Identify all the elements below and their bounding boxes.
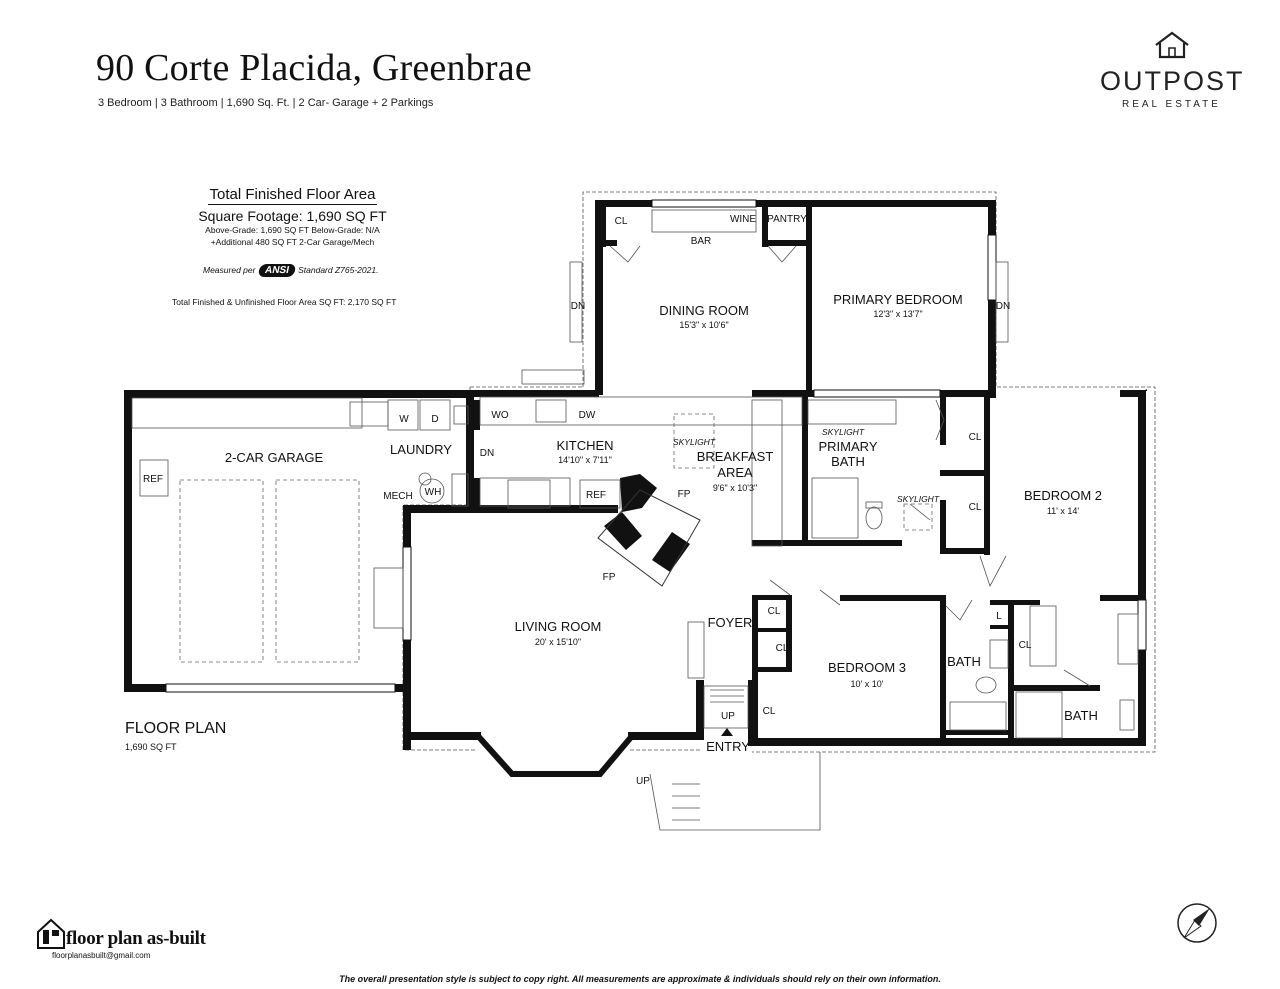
total-area: Total Finished & Unfinished Floor Area S…: [172, 297, 397, 307]
logo-name: OUTPOST: [1100, 66, 1245, 96]
primary-bath-label-line2: BATH: [831, 454, 865, 469]
windows: [165, 199, 1147, 693]
washer-label: W: [399, 414, 409, 425]
floor-plan-sqft: 1,690 SQ FT: [125, 742, 177, 752]
bedroom-2-dims: 11' x 14': [1047, 506, 1080, 516]
brand-name: floor plan as-built: [66, 928, 206, 949]
skylight-label: SKYLIGHT: [897, 494, 940, 504]
measured-prefix: Measured per: [203, 265, 256, 275]
kitchen-label: KITCHEN: [556, 438, 613, 453]
closet-label: CL: [1019, 640, 1032, 651]
bath-a-label: BATH: [947, 654, 981, 669]
door-swings: [609, 245, 1091, 687]
living-room-label: LIVING ROOM: [515, 619, 602, 634]
parking-spaces: [179, 413, 933, 663]
copyright-disclaimer: The overall presentation style is subjec…: [339, 974, 941, 984]
breakfast-dims: 9'6" x 10'3": [713, 483, 757, 493]
brand-logo-icon: [37, 918, 65, 949]
closet-label: CL: [615, 216, 628, 227]
laundry-label: LAUNDRY: [390, 442, 452, 457]
bedroom-3-label: BEDROOM 3: [828, 660, 906, 675]
breakfast-label-line2: AREA: [717, 465, 753, 480]
down-stairs-label: DN: [996, 301, 1010, 312]
bath-b-label: BATH: [1064, 708, 1098, 723]
measured-suffix: Standard Z765-2021.: [298, 265, 379, 275]
primary-bedroom-label: PRIMARY BEDROOM: [833, 292, 963, 307]
dining-room-label: DINING ROOM: [659, 303, 749, 318]
living-room-dims: 20' x 15'10": [535, 637, 581, 647]
kitchen-dims: 14'10" x 7'11": [558, 455, 612, 465]
closet-label: CL: [969, 502, 982, 513]
stairs: [649, 685, 821, 831]
primary-bath-label-line1: PRIMARY: [819, 439, 878, 454]
fireplace-hearth: [597, 489, 701, 587]
measurement-standard: Measured per ANSI Standard Z765-2021.: [203, 264, 378, 277]
floor-plan-label: FLOOR PLAN: [125, 720, 227, 737]
house-logo-icon: [1155, 31, 1189, 59]
wall-oven-label: WO: [491, 410, 508, 421]
wine-label: WINE: [730, 214, 756, 225]
bay-window: [475, 733, 635, 777]
foyer-label: FOYER: [708, 615, 753, 630]
mech-label: MECH: [383, 491, 412, 502]
entry-label: ENTRY: [706, 739, 750, 754]
entry-arrow-icon: [721, 728, 733, 736]
interior-walls: [474, 200, 1146, 740]
water-heater-label: WH: [425, 487, 442, 498]
closet-label: CL: [776, 643, 789, 654]
fireplace-label: FP: [603, 572, 616, 583]
dishwasher-label: DW: [579, 410, 596, 421]
dryer-label: D: [431, 414, 438, 425]
kitchen-fixtures: [479, 209, 803, 679]
square-footage: Square Footage: 1,690 SQ FT: [198, 208, 387, 224]
garage-fixtures: [131, 397, 469, 507]
additional-area: +Additional 480 SQ FT 2-Car Garage/Mech: [210, 237, 375, 247]
area-heading: Total Finished Floor Area: [207, 186, 378, 205]
logo-tagline: REAL ESTATE: [1122, 99, 1221, 110]
pantry-label: PANTRY: [767, 214, 807, 225]
down-stairs-label: DN: [480, 448, 494, 459]
garage-fridge-label: REF: [143, 474, 163, 485]
window-bays: [373, 261, 1009, 629]
bedroom-2-label: BEDROOM 2: [1024, 488, 1102, 503]
area-summary: Total Finished Floor Area Square Footage…: [170, 186, 415, 248]
page-title: 90 Corte Placida, Greenbrae: [96, 47, 532, 89]
dining-room-dims: 15'3" x 10'6": [679, 320, 728, 330]
up-stairs-label: UP: [636, 776, 650, 787]
bar-label: BAR: [691, 236, 712, 247]
fireplace-label: FP: [678, 489, 691, 500]
closet-label: CL: [763, 706, 776, 717]
skylight-label: SKYLIGHT: [822, 427, 865, 437]
closet-label: CL: [768, 606, 781, 617]
kitchen-fridge-label: REF: [586, 490, 606, 501]
linen-label: L: [996, 611, 1002, 622]
down-stairs-label: DN: [571, 301, 585, 312]
property-summary: 3 Bedroom | 3 Bathroom | 1,690 Sq. Ft. |…: [98, 97, 434, 109]
compass-icon: [1177, 903, 1217, 943]
primary-bedroom-dims: 12'3" x 13'7": [873, 309, 922, 319]
bath-fixtures: [807, 399, 1139, 739]
breakfast-label-line1: BREAKFAST: [697, 449, 774, 464]
furnace-label: FURNACE: [450, 506, 470, 511]
closet-label: CL: [969, 432, 982, 443]
skylight-label: SKYLIGHT: [673, 437, 716, 447]
brand-email[interactable]: floorplanasbuilt@gmail.com: [52, 951, 151, 960]
grade-line: Above-Grade: 1,690 SQ FT Below-Grade: N/…: [205, 225, 380, 235]
up-stairs-label: UP: [721, 711, 735, 722]
garage-label: 2-CAR GARAGE: [225, 450, 324, 465]
bedroom-3-dims: 10' x 10': [851, 679, 884, 689]
